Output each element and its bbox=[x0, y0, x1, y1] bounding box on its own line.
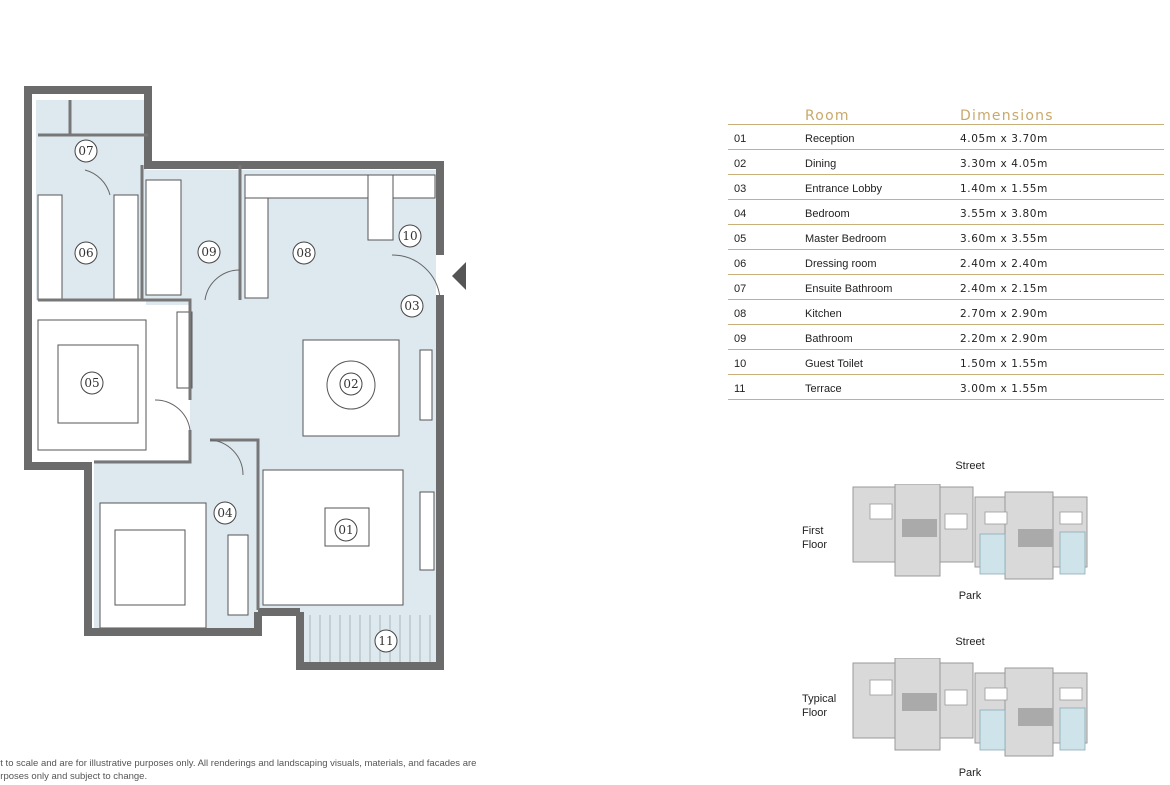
room-dimensions: 2.40m x 2.15m bbox=[960, 283, 1048, 295]
room-dimensions-table: Room Dimensions 01 Reception 4.05m x 3.70m… bbox=[728, 106, 1164, 400]
room-number: 01 bbox=[734, 133, 747, 145]
room-label-11: 11 bbox=[378, 634, 393, 648]
room-dimensions: 3.30m x 4.05m bbox=[960, 158, 1048, 170]
room-number: 08 bbox=[734, 308, 747, 320]
building-keyplan bbox=[852, 484, 1088, 580]
room-number: 07 bbox=[734, 283, 747, 295]
room-dimensions: 2.20m x 2.90m bbox=[960, 333, 1048, 345]
room-label-05: 05 bbox=[84, 376, 99, 390]
room-dimensions: 3.55m x 3.80m bbox=[960, 208, 1048, 220]
header-dimensions: Dimensions bbox=[960, 108, 1054, 124]
floor-label: Typical Floor bbox=[802, 693, 837, 719]
entrance-arrow-icon bbox=[452, 262, 466, 290]
header-room: Room bbox=[805, 108, 850, 124]
room-name: Guest Toilet bbox=[805, 358, 863, 370]
room-number: 11 bbox=[734, 383, 746, 395]
table-row: 01 Reception 4.05m x 3.70m bbox=[728, 125, 1164, 150]
floor-label: First Floor bbox=[802, 525, 828, 551]
table-row: 08 Kitchen 2.70m x 2.90m bbox=[728, 300, 1164, 325]
room-number: 05 bbox=[734, 233, 747, 245]
room-label-08: 08 bbox=[296, 246, 311, 260]
park-label: Park bbox=[958, 590, 982, 602]
park-label: Park bbox=[958, 767, 982, 779]
room-number: 10 bbox=[734, 358, 747, 370]
floor-plan: 01 02 03 04 05 06 07 08 09 10 11 bbox=[24, 86, 466, 670]
table-row: 04 Bedroom 3.55m x 3.80m bbox=[728, 200, 1164, 225]
room-label-10: 10 bbox=[402, 229, 417, 243]
room-name: Ensuite Bathroom bbox=[805, 283, 893, 295]
room-label-01: 01 bbox=[338, 523, 353, 537]
room-dimensions: 4.05m x 3.70m bbox=[960, 133, 1048, 145]
table-row: 07 Ensuite Bathroom 2.40m x 2.15m bbox=[728, 275, 1164, 300]
room-label-07: 07 bbox=[78, 144, 93, 158]
doors bbox=[84, 169, 441, 476]
room-number: 02 bbox=[734, 158, 747, 170]
room-number: 09 bbox=[734, 333, 747, 345]
keymap-first-floor: Street First Floor Park bbox=[790, 458, 1110, 608]
room-name: Bedroom bbox=[805, 208, 850, 220]
room-label-06: 06 bbox=[78, 246, 93, 260]
disclaimer: ot to scale and are for illustrative pur… bbox=[0, 758, 477, 782]
table-row: 05 Master Bedroom 3.60m x 3.55m bbox=[728, 225, 1164, 250]
room-dimensions: 1.50m x 1.55m bbox=[960, 358, 1048, 370]
keymap-typical-floor: Street Typical Floor Park bbox=[790, 634, 1110, 784]
room-name: Dining bbox=[805, 158, 837, 170]
room-name: Bathroom bbox=[805, 333, 853, 345]
table-row: 11 Terrace 3.00m x 1.55m bbox=[728, 375, 1164, 400]
table-row: 09 Bathroom 2.20m x 2.90m bbox=[728, 325, 1164, 350]
street-label: Street bbox=[955, 636, 985, 648]
room-name: Master Bedroom bbox=[805, 233, 887, 245]
table-row: 02 Dining 3.30m x 4.05m bbox=[728, 150, 1164, 175]
room-name: Reception bbox=[805, 133, 855, 145]
room-dimensions: 2.70m x 2.90m bbox=[960, 308, 1048, 320]
room-label-04: 04 bbox=[217, 506, 233, 520]
room-label-02: 02 bbox=[343, 377, 358, 391]
room-number: 06 bbox=[734, 258, 747, 270]
walls bbox=[24, 86, 444, 670]
table-header: Room Dimensions bbox=[728, 106, 1164, 125]
room-name: Entrance Lobby bbox=[805, 183, 883, 195]
street-label: Street bbox=[955, 460, 985, 472]
room-number: 03 bbox=[734, 183, 747, 195]
room-dimensions: 2.40m x 2.40m bbox=[960, 258, 1048, 270]
room-dimensions: 3.60m x 3.55m bbox=[960, 233, 1048, 245]
room-number: 04 bbox=[734, 208, 747, 220]
table-row: 10 Guest Toilet 1.50m x 1.55m bbox=[728, 350, 1164, 375]
table-row: 06 Dressing room 2.40m x 2.40m bbox=[728, 250, 1164, 275]
room-name: Kitchen bbox=[805, 308, 842, 320]
room-label-09: 09 bbox=[201, 245, 216, 259]
room-name: Dressing room bbox=[805, 258, 877, 270]
room-labels bbox=[74, 139, 424, 653]
building-keyplan bbox=[852, 658, 1088, 757]
interior-walls bbox=[38, 100, 260, 610]
room-dimensions: 3.00m x 1.55m bbox=[960, 383, 1048, 395]
room-label-03: 03 bbox=[404, 299, 419, 313]
room-name: Terrace bbox=[805, 383, 842, 395]
table-row: 03 Entrance Lobby 1.40m x 1.55m bbox=[728, 175, 1164, 200]
room-dimensions: 1.40m x 1.55m bbox=[960, 183, 1048, 195]
